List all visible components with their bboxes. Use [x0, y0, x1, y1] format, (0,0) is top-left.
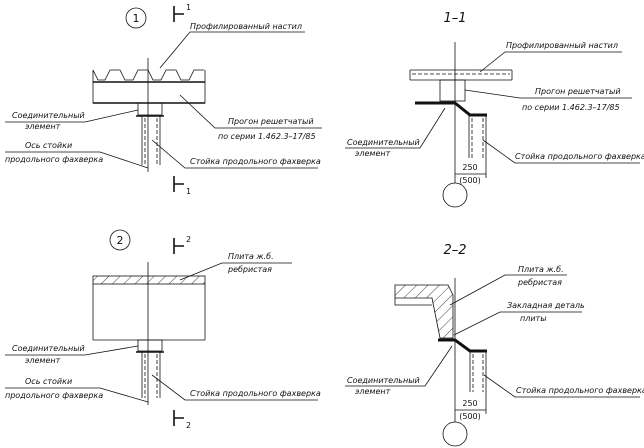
- detail-1: 1 1 Профилированный настил Прогон решетч…: [5, 3, 322, 196]
- connector-label-1: Соединительный: [347, 376, 420, 385]
- section-1-1-title: 1–1: [443, 11, 466, 26]
- connector-label-1: Соединительный: [12, 111, 85, 120]
- section-2-2-title: 2–2: [443, 243, 466, 258]
- axis-bubble: [442, 182, 468, 208]
- section-2-2: 2–2 250 (500) Плита ж.б. ребристая Закла…: [345, 243, 644, 447]
- column: [469, 352, 487, 392]
- detail-2-marker-circle: [109, 229, 131, 251]
- section-mark-bottom-label: 1: [186, 187, 191, 196]
- embed-label-2: плиты: [520, 314, 547, 323]
- slab-label-2: ребристая: [227, 265, 272, 274]
- detail-1-marker-circle: [125, 7, 147, 29]
- slab-label-2: ребристая: [517, 278, 562, 287]
- connector-label-2: элемент: [25, 122, 61, 131]
- profiled-deck: [409, 69, 513, 81]
- deck-label: Профилированный настил: [506, 41, 618, 50]
- section-mark-bottom: 2: [173, 410, 191, 430]
- detail-2: 2 2 Плита ж.б. ребристая Соединительный …: [5, 229, 321, 430]
- dimension-value-alt: (500): [459, 412, 481, 421]
- connector-label-2: элемент: [25, 356, 61, 365]
- axis-bubble: [442, 421, 468, 447]
- section-mark-top-label: 1: [186, 3, 191, 12]
- lattice-purlin: [439, 79, 466, 102]
- connecting-element: [137, 102, 163, 116]
- section-1-1: 1–1 250 (500) Профилированный настил Про…: [345, 11, 644, 208]
- connecting-element: [438, 338, 487, 353]
- dimension-value: 250: [462, 399, 477, 408]
- column-label: Стойка продольного фахверка: [190, 389, 321, 398]
- column-label: Стойка продольного фахверка: [190, 157, 321, 166]
- section-mark-bottom: 1: [173, 176, 191, 196]
- connector-label-2: элемент: [355, 387, 391, 396]
- connector-label-1: Соединительный: [347, 138, 420, 147]
- axis-label-1: Ось стойки: [25, 377, 72, 386]
- lattice-purlin: [92, 81, 206, 104]
- detail-1-marker: 1: [133, 12, 140, 25]
- axis-label-2: продольного фахверка: [5, 391, 103, 400]
- column: [468, 116, 487, 158]
- section-mark-top: 1: [173, 3, 191, 22]
- embed-label-1: Закладная деталь: [507, 301, 585, 310]
- slab-label-1: Плита ж.б.: [518, 265, 564, 274]
- section-mark-top: 2: [173, 235, 191, 254]
- dimension: 250 (500): [455, 158, 487, 185]
- purlin-label-1: Прогон решетчатый: [228, 117, 314, 126]
- dimension: 250 (500): [455, 392, 487, 421]
- purlin-label-1: Прогон решетчатый: [535, 87, 621, 96]
- dimension-value-alt: (500): [459, 176, 481, 185]
- axis-label-2: продольного фахверка: [5, 155, 103, 164]
- purlin-label-2: по серии 1.462.3–17/85: [218, 132, 316, 141]
- section-mark-top-label: 2: [186, 235, 191, 244]
- column-label: Стойка продольного фахверка: [515, 152, 644, 161]
- deck-label: Профилированный настил: [190, 22, 302, 31]
- connector-label-2: элемент: [355, 149, 391, 158]
- profiled-deck: [92, 69, 206, 83]
- ribbed-slab: [92, 275, 206, 341]
- connecting-element: [137, 339, 163, 352]
- purlin-label-2: по серии 1.462.3–17/85: [522, 103, 620, 112]
- connector-label-1: Соединительный: [12, 344, 85, 353]
- axis-label-1: Ось стойки: [25, 141, 72, 150]
- column-label: Стойка продольного фахверка: [516, 386, 644, 395]
- ribbed-slab: [394, 284, 454, 339]
- connecting-element: [415, 101, 487, 117]
- section-mark-bottom-label: 2: [186, 421, 191, 430]
- column: [141, 352, 161, 398]
- dimension-value: 250: [462, 163, 477, 172]
- column: [141, 116, 161, 165]
- slab-label-1: Плита ж.б.: [228, 252, 274, 261]
- detail-2-marker: 2: [117, 234, 124, 247]
